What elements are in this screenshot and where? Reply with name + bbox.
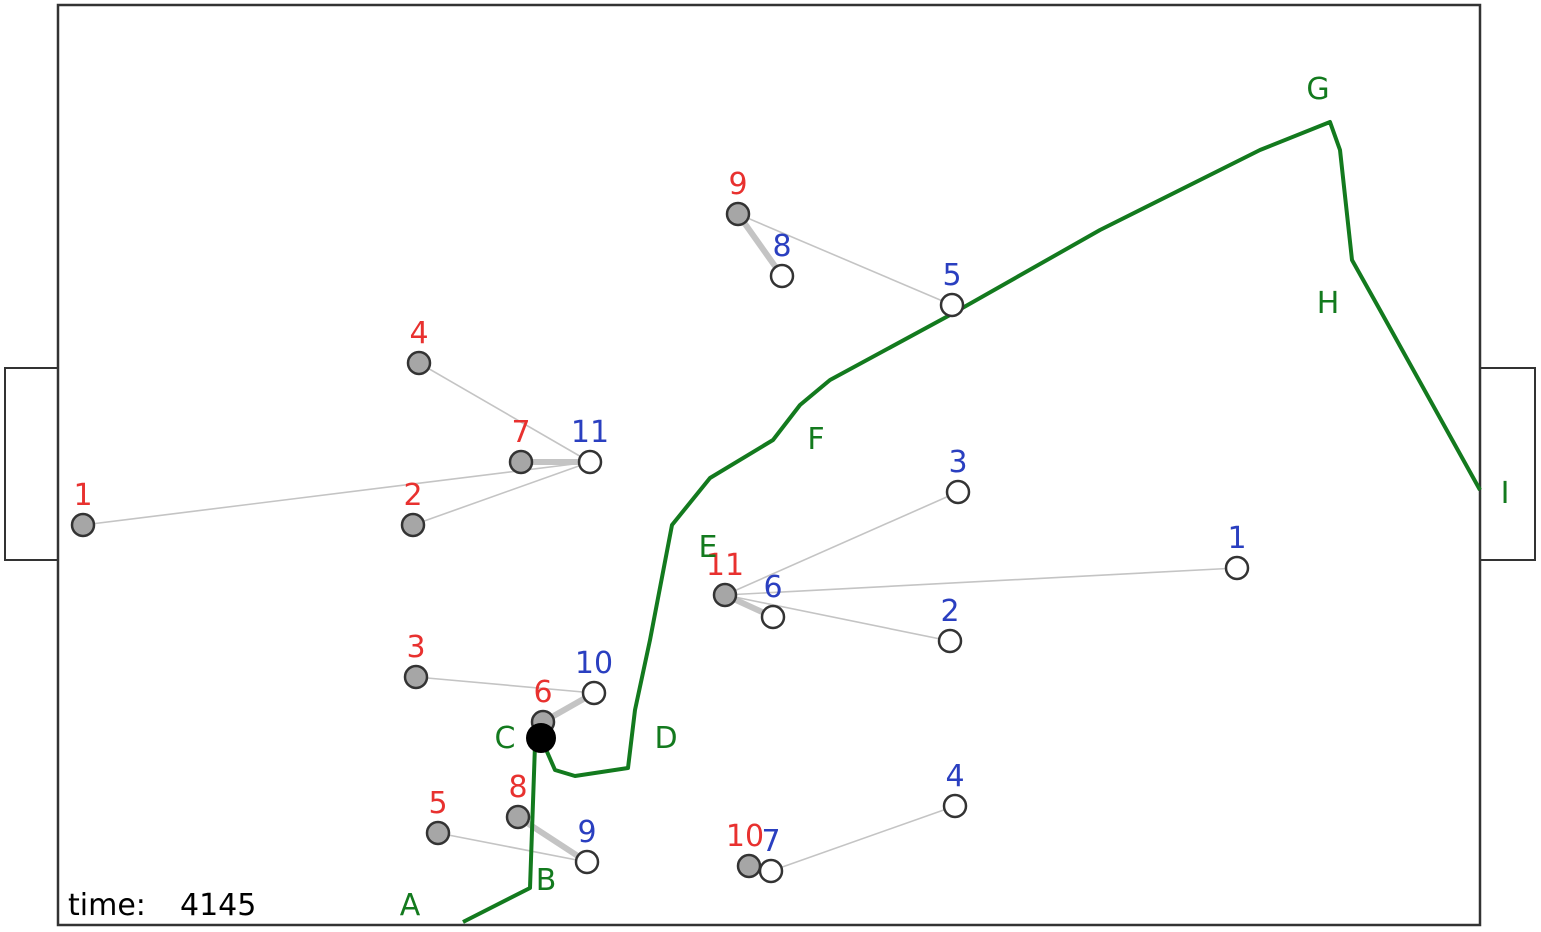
- blue-player-marker: [942, 793, 968, 819]
- blue-player-number: 8: [772, 229, 791, 264]
- blue-player-number: 2: [940, 594, 959, 629]
- field-boundary: [56, 3, 1482, 927]
- red-player-number: 9: [728, 167, 747, 202]
- red-player-number: 1: [73, 478, 92, 513]
- blue-player-number: 4: [945, 759, 964, 794]
- marking-link: [412, 461, 591, 526]
- marking-link: [724, 491, 959, 596]
- red-player-number: 5: [428, 786, 447, 821]
- marking-link: [724, 594, 951, 642]
- blue-player-marker: [937, 628, 963, 654]
- path-waypoint-label: F: [807, 422, 824, 457]
- path-waypoint-label: D: [654, 721, 677, 756]
- blue-player-number: 6: [763, 570, 782, 605]
- blue-player-marker: [760, 604, 786, 630]
- time-label: time:: [68, 888, 146, 923]
- blue-player-marker: [945, 479, 971, 505]
- left-goal: [4, 367, 59, 561]
- blue-player-marker: [581, 680, 607, 706]
- red-player-marker: [508, 449, 534, 475]
- path-waypoint-label: A: [400, 888, 421, 923]
- blue-player-marker: [1224, 555, 1250, 581]
- path-waypoint-label: C: [495, 721, 516, 756]
- time-value: 4145: [180, 888, 256, 923]
- blue-player-number: 7: [761, 824, 780, 859]
- blue-player-number: 9: [577, 815, 596, 850]
- red-player-marker: [505, 804, 531, 830]
- red-player-marker: [736, 853, 762, 879]
- right-goal: [1479, 367, 1536, 561]
- red-player-marker: [725, 201, 751, 227]
- blue-player-marker: [758, 858, 784, 884]
- red-player-number: 6: [533, 675, 552, 710]
- path-waypoint-label: B: [536, 863, 557, 898]
- marking-link: [735, 212, 785, 278]
- marking-link: [737, 213, 953, 306]
- red-player-number: 11: [706, 548, 744, 583]
- marking-link: [770, 805, 956, 872]
- blue-player-marker: [577, 449, 603, 475]
- blue-player-number: 5: [942, 258, 961, 293]
- blue-player-marker: [939, 292, 965, 318]
- blue-player-number: 1: [1227, 521, 1246, 556]
- blue-player-marker: [769, 263, 795, 289]
- red-player-marker: [403, 664, 429, 690]
- path-waypoint-label: E: [699, 530, 718, 565]
- blue-player-number: 11: [571, 415, 609, 450]
- marking-link: [82, 461, 591, 526]
- red-player-number: 8: [508, 770, 527, 805]
- red-player-marker: [406, 350, 432, 376]
- blue-player-number: 10: [575, 646, 613, 681]
- red-player-marker: [425, 820, 451, 846]
- marking-link: [437, 832, 588, 863]
- red-player-number: 4: [409, 316, 428, 351]
- red-player-marker: [400, 512, 426, 538]
- red-player-marker: [70, 512, 96, 538]
- path-waypoint-label: H: [1317, 286, 1340, 321]
- marking-link: [516, 814, 589, 865]
- blue-player-number: 3: [948, 445, 967, 480]
- marking-link: [724, 567, 1238, 596]
- red-player-number: 10: [726, 819, 764, 854]
- ball: [526, 723, 556, 753]
- marking-link: [415, 676, 595, 694]
- ball-path: [462, 120, 1482, 924]
- red-player-number: 2: [403, 478, 422, 513]
- red-player-number: 7: [511, 415, 530, 450]
- blue-player-marker: [574, 849, 600, 875]
- red-player-number: 3: [406, 630, 425, 665]
- red-player-marker: [712, 582, 738, 608]
- marking-link: [418, 362, 591, 463]
- path-waypoint-label: I: [1501, 476, 1510, 511]
- path-waypoint-label: G: [1306, 72, 1329, 107]
